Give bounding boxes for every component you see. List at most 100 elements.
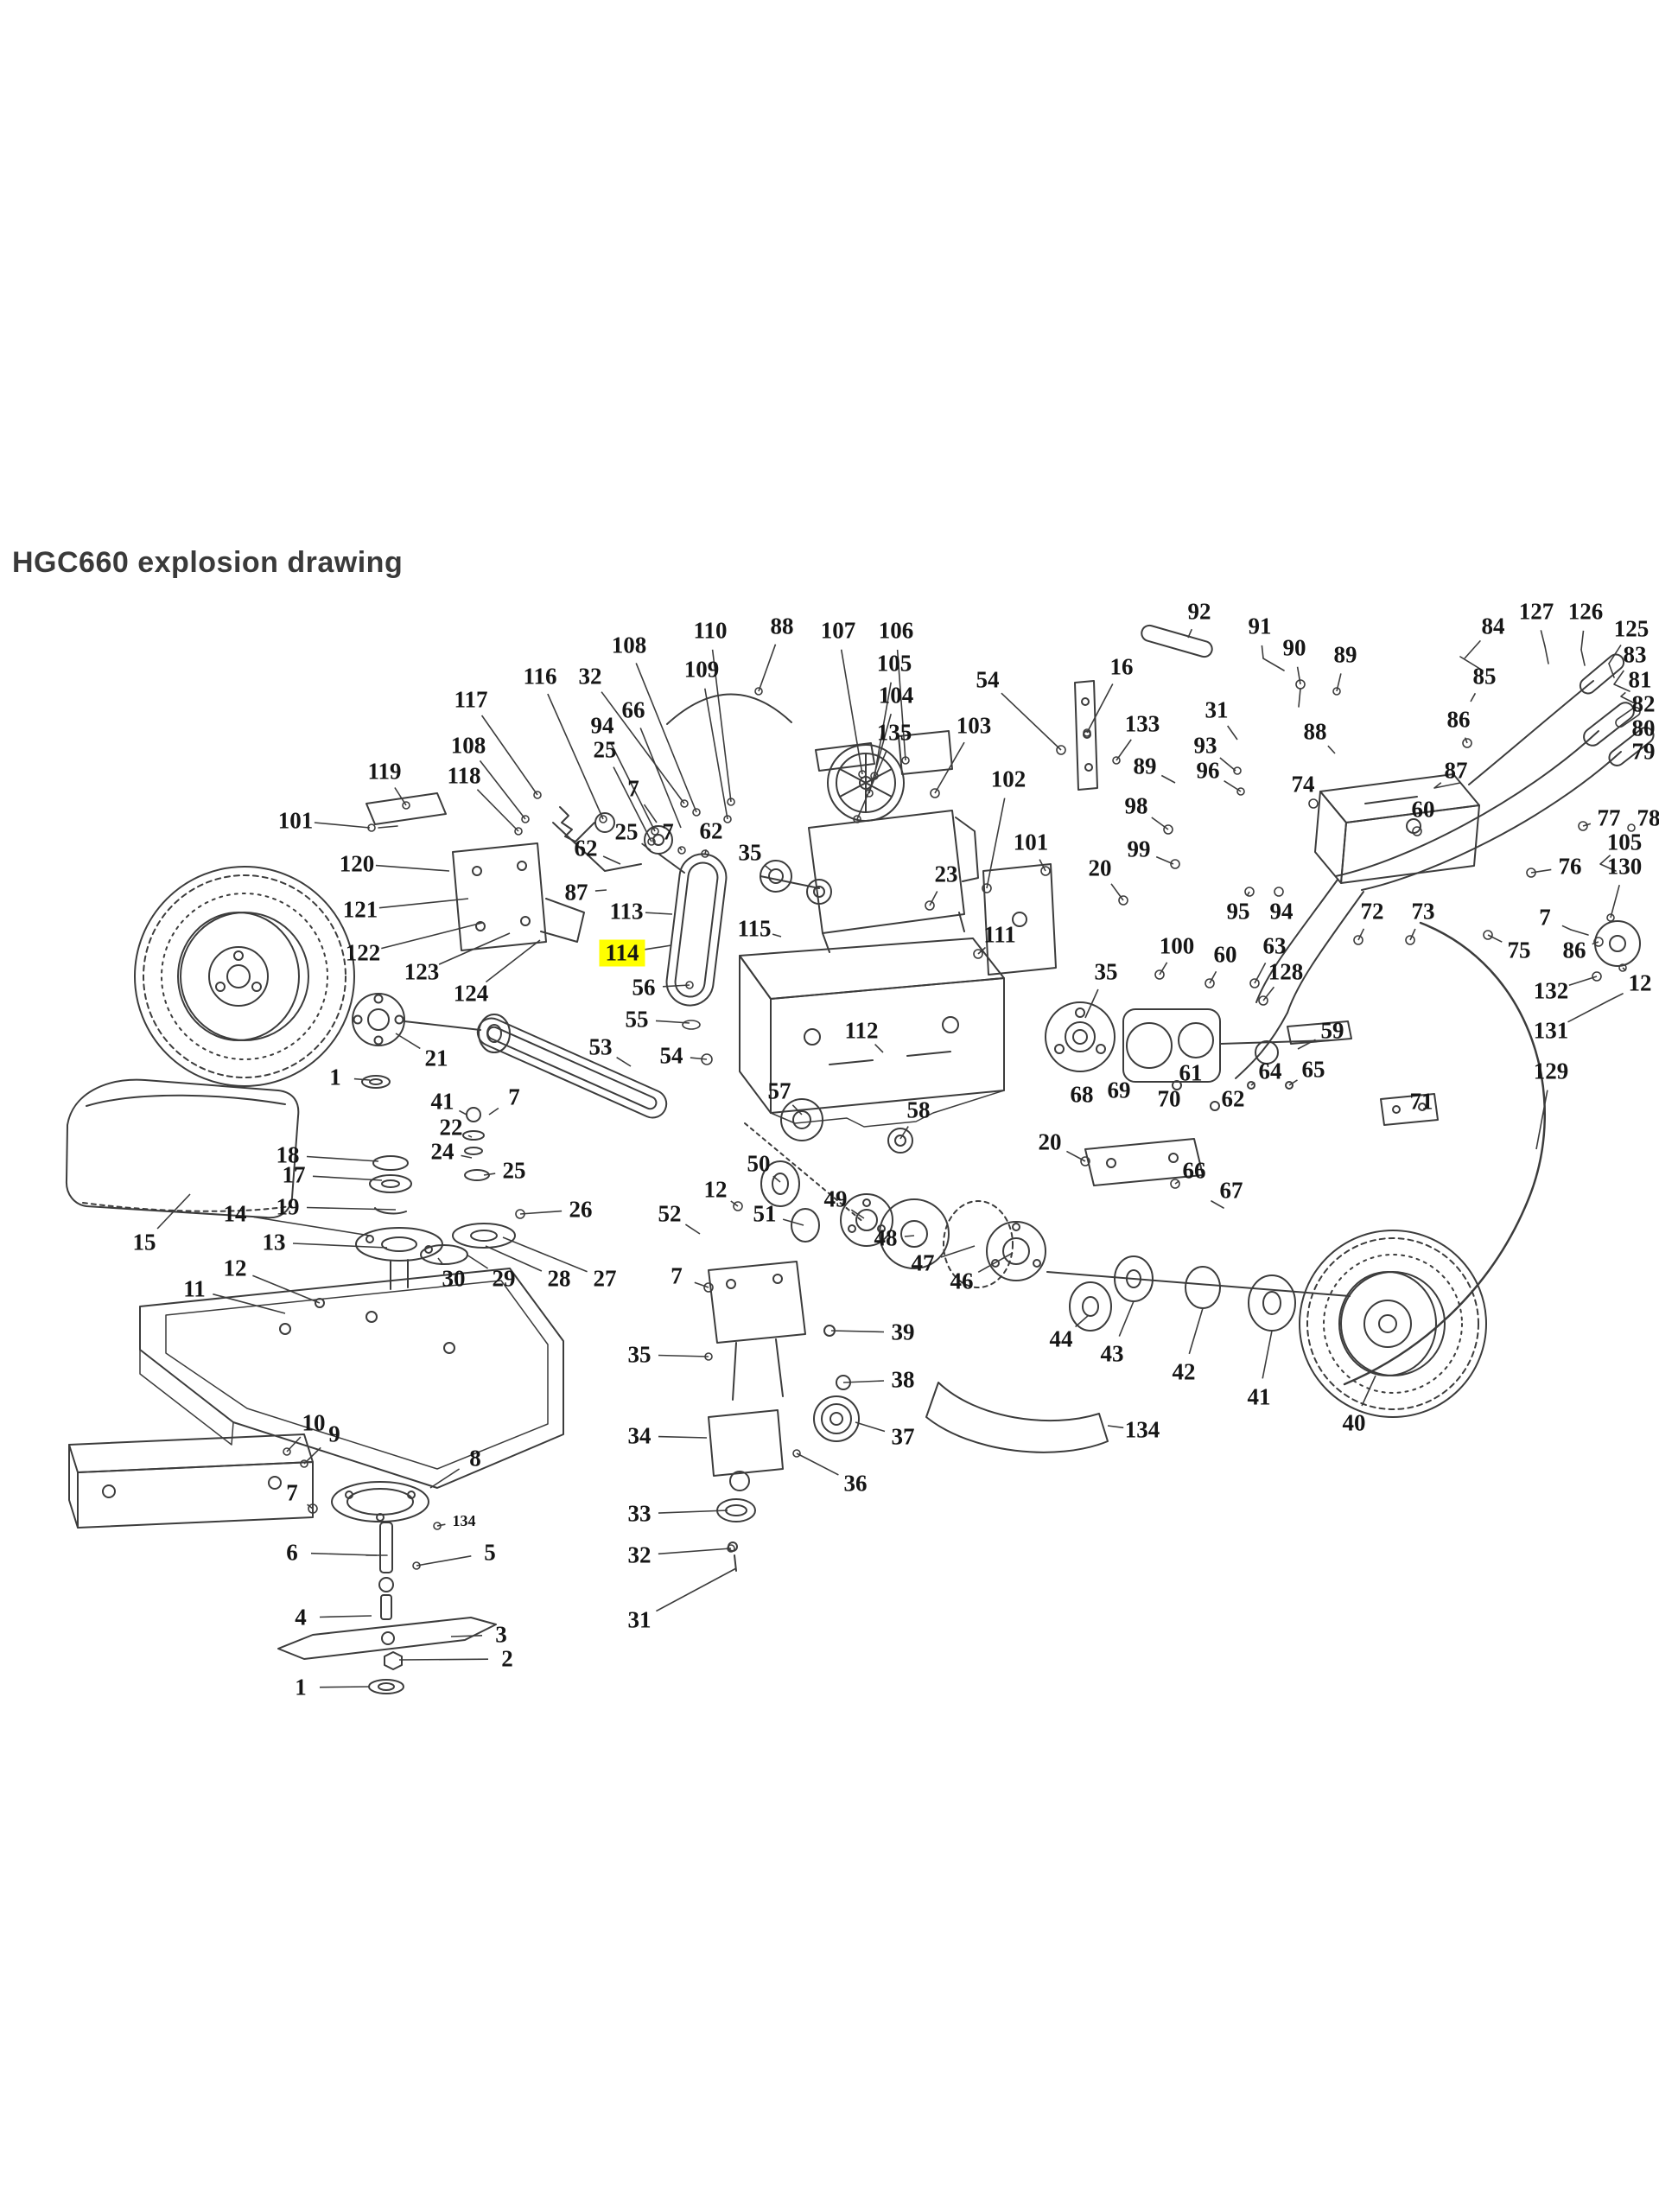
part-label-35: 35 bbox=[738, 839, 762, 866]
leader-line bbox=[1066, 1150, 1086, 1162]
part-label-4: 4 bbox=[295, 1604, 307, 1630]
part-label-18: 18 bbox=[276, 1141, 300, 1168]
leader-line bbox=[1118, 1300, 1135, 1337]
mount-plate bbox=[1084, 1138, 1204, 1186]
leader-line bbox=[353, 1077, 371, 1081]
part-label-17: 17 bbox=[282, 1161, 306, 1188]
leader-line bbox=[658, 1354, 709, 1357]
part-label-2: 2 bbox=[501, 1645, 513, 1672]
leader-line bbox=[610, 742, 656, 832]
part-label-82: 82 bbox=[1631, 690, 1656, 717]
leader-line bbox=[899, 1126, 909, 1140]
leader-line bbox=[480, 715, 538, 796]
brake-and-sprocket bbox=[879, 1198, 1046, 1288]
part-label-38: 38 bbox=[891, 1366, 915, 1393]
part-label-60: 60 bbox=[1213, 941, 1237, 968]
part-label-100: 100 bbox=[1159, 932, 1195, 959]
part-label-48: 48 bbox=[874, 1224, 898, 1251]
leader-line bbox=[772, 1175, 781, 1183]
part-label-73: 73 bbox=[1411, 898, 1435, 925]
part-label-56: 56 bbox=[632, 974, 656, 1001]
top-plate bbox=[365, 792, 447, 825]
leader-line bbox=[1297, 1039, 1316, 1050]
side-panel bbox=[982, 863, 1057, 976]
part-label-9: 9 bbox=[328, 1421, 340, 1447]
leader-line bbox=[1254, 963, 1267, 984]
part-label-89: 89 bbox=[1333, 641, 1357, 668]
part-label-57: 57 bbox=[767, 1077, 791, 1104]
part-label-118: 118 bbox=[447, 762, 481, 789]
part-label-25: 25 bbox=[502, 1157, 526, 1184]
leader-line bbox=[678, 847, 683, 851]
part-label-105: 105 bbox=[1606, 829, 1643, 855]
leader-line bbox=[645, 912, 673, 915]
discharge-chute bbox=[925, 1382, 1109, 1453]
part-label-103: 103 bbox=[956, 712, 992, 739]
leader-line bbox=[934, 741, 965, 794]
leader-line bbox=[868, 713, 892, 794]
mower-deck bbox=[139, 1268, 564, 1489]
leader-line bbox=[977, 946, 987, 955]
leader-line bbox=[307, 1503, 314, 1510]
leader-line bbox=[1487, 934, 1503, 943]
part-label-32: 32 bbox=[578, 663, 602, 690]
belt-tensioner bbox=[552, 806, 685, 874]
leader-line bbox=[1327, 745, 1336, 754]
part-label-104: 104 bbox=[878, 682, 914, 709]
leader-line bbox=[1592, 941, 1599, 945]
leader-line bbox=[940, 1245, 976, 1258]
part-label-83: 83 bbox=[1623, 641, 1647, 668]
leader-line bbox=[437, 1257, 443, 1264]
part-label-91: 91 bbox=[1248, 613, 1272, 639]
part-label-131: 131 bbox=[1533, 1017, 1569, 1044]
transmission bbox=[1045, 1001, 1352, 1111]
leader-line bbox=[1174, 1180, 1179, 1185]
part-label-15: 15 bbox=[132, 1229, 156, 1255]
leader-line bbox=[842, 1380, 885, 1383]
small-hardware bbox=[283, 645, 1641, 1570]
part-label-87: 87 bbox=[564, 879, 588, 906]
leader-line bbox=[1464, 737, 1468, 744]
leader-line bbox=[467, 1135, 473, 1138]
leader-line bbox=[856, 749, 888, 820]
leader-line bbox=[312, 1175, 383, 1181]
belt-cover bbox=[65, 1078, 300, 1219]
part-label-108: 108 bbox=[611, 632, 647, 658]
part-label-98: 98 bbox=[1124, 792, 1148, 819]
part-label-109: 109 bbox=[683, 656, 720, 683]
blade-shaft bbox=[378, 1522, 394, 1620]
leader-line bbox=[601, 691, 685, 804]
leader-line bbox=[303, 1446, 321, 1465]
part-label-126: 126 bbox=[1567, 598, 1604, 625]
leader-line bbox=[1336, 673, 1342, 692]
part-label-123: 123 bbox=[404, 958, 440, 985]
part-label-133: 133 bbox=[1124, 710, 1160, 737]
leader-line bbox=[1247, 891, 1250, 896]
part-label-40: 40 bbox=[1342, 1409, 1366, 1436]
leader-line bbox=[1540, 630, 1546, 647]
leader-line bbox=[684, 1224, 701, 1235]
leader-line bbox=[1568, 976, 1598, 987]
part-label-88: 88 bbox=[1303, 718, 1327, 745]
part-label-110: 110 bbox=[693, 617, 728, 644]
part-label-16: 16 bbox=[1109, 653, 1134, 680]
part-label-14: 14 bbox=[223, 1200, 247, 1227]
part-label-34: 34 bbox=[627, 1422, 652, 1449]
part-label-46: 46 bbox=[950, 1268, 974, 1294]
leader-line bbox=[1187, 628, 1193, 639]
part-label-78: 78 bbox=[1637, 804, 1659, 831]
part-label-8: 8 bbox=[469, 1445, 481, 1471]
leader-line bbox=[640, 944, 672, 951]
part-label-120: 120 bbox=[339, 850, 375, 877]
pump-belt bbox=[665, 853, 728, 1007]
left-tire-wheel bbox=[134, 866, 355, 1087]
part-label-105: 105 bbox=[876, 650, 912, 677]
leader-line bbox=[641, 842, 652, 851]
leader-line bbox=[896, 649, 906, 761]
engine-mount-plate bbox=[452, 842, 585, 951]
rod bbox=[1141, 624, 1213, 658]
leader-line bbox=[1582, 823, 1592, 827]
part-label-119: 119 bbox=[367, 758, 402, 785]
part-label-44: 44 bbox=[1049, 1325, 1073, 1352]
leader-line bbox=[1409, 928, 1416, 941]
